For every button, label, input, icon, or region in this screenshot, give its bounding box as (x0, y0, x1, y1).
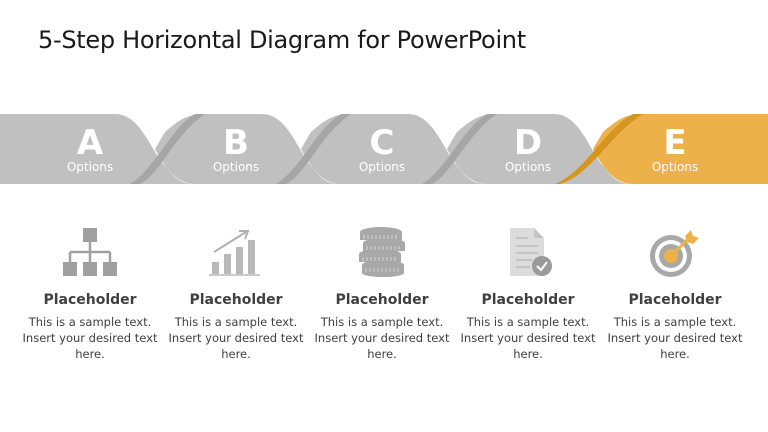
step-sub: Options (651, 160, 699, 174)
hierarchy-icon (17, 222, 163, 282)
step-description: This is a sample text. Insert your desir… (607, 315, 743, 361)
step-letter: B (223, 123, 249, 163)
step-c-detail: Placeholder This is a sample text. Inser… (309, 222, 455, 362)
step-heading: Placeholder (481, 292, 575, 308)
step-e-detail: Placeholder This is a sample text. Inser… (602, 222, 748, 362)
step-description: This is a sample text. Insert your desir… (314, 315, 450, 361)
step-heading: Placeholder (43, 292, 137, 308)
step-heading: Placeholder (335, 292, 429, 308)
document-check-icon (455, 222, 601, 282)
coins-icon (309, 222, 455, 282)
step-sub: Options (358, 160, 406, 174)
step-sub: Options (212, 160, 260, 174)
growth-chart-icon (163, 222, 309, 282)
step-heading: Placeholder (628, 292, 722, 308)
step-description: This is a sample text. Insert your desir… (22, 315, 158, 361)
slide-title: 5-Step Horizontal Diagram for PowerPoint (38, 26, 526, 54)
step-letter: D (513, 123, 543, 163)
step-e-label: E Options (602, 114, 748, 174)
step-a-label: A Options (17, 114, 163, 174)
step-sub: Options (66, 160, 114, 174)
step-a-detail: Placeholder This is a sample text. Inser… (17, 222, 163, 362)
step-letter: E (663, 123, 687, 163)
step-d-detail: Placeholder This is a sample text. Inser… (455, 222, 601, 362)
step-letter: A (76, 123, 104, 163)
step-b-label: B Options (163, 114, 309, 174)
step-description: This is a sample text. Insert your desir… (460, 315, 596, 361)
step-d-label: D Options (455, 114, 601, 174)
step-b-detail: Placeholder This is a sample text. Inser… (163, 222, 309, 362)
step-heading: Placeholder (189, 292, 283, 308)
twisted-ribbon-band (0, 114, 768, 184)
step-description: This is a sample text. Insert your desir… (168, 315, 304, 361)
target-icon (602, 222, 748, 282)
step-sub: Options (504, 160, 552, 174)
step-c-label: C Options (309, 114, 455, 174)
step-letter: C (369, 123, 395, 163)
